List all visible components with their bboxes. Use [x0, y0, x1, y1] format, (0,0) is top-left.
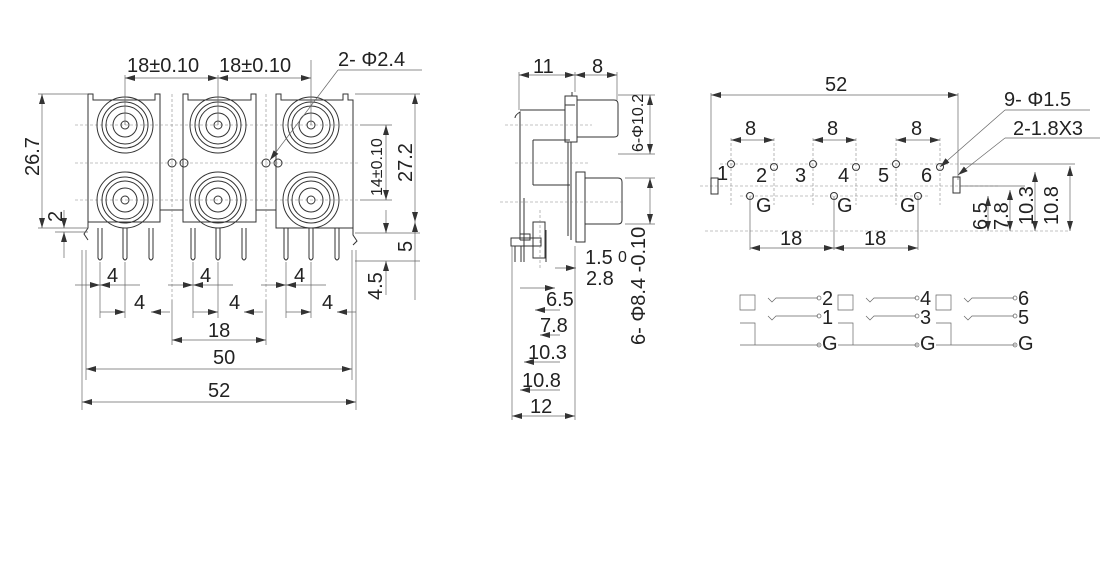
ground-label: G: [900, 195, 916, 217]
dim-12: 12: [530, 396, 552, 418]
pin: [308, 228, 314, 261]
pin: [334, 228, 340, 261]
dim-width-52: 52: [825, 74, 847, 96]
dim-8: 8: [592, 56, 603, 78]
terminal-label: G: [1018, 333, 1034, 355]
hole-callout: 9- Φ1.5: [1004, 89, 1071, 111]
dim-10-3: 10.3: [1016, 186, 1038, 225]
front-view: 18±0.10 18±0.10 2- Φ2.4 26.7 2 14±0.10 2…: [22, 49, 422, 410]
terminal-label: 5: [1018, 307, 1029, 329]
rca-jack-ring: [101, 176, 149, 224]
dim-10-8: 10.8: [1041, 186, 1063, 225]
tolerance-0: 0: [618, 249, 627, 266]
rca-jack-ring: [194, 176, 242, 224]
dim-4: 4: [134, 292, 145, 314]
dim-pitch-1: 18±0.10: [127, 55, 199, 77]
dim-dia-8-4: 6- Φ8.4 -0.10: [628, 227, 650, 345]
pin-label: 3: [795, 165, 806, 187]
pin: [97, 228, 103, 261]
ground-label: G: [756, 195, 772, 217]
dim-10-8: 10.8: [522, 370, 561, 392]
terminal-label: 3: [920, 307, 931, 329]
schematic: 2 1 G 4 3 G 6 5 G: [739, 288, 1034, 355]
pin: [241, 228, 247, 261]
dim-pitch-8: 8: [827, 118, 838, 140]
hole-callout: 2- Φ2.4: [338, 49, 405, 71]
dim-pitch-18: 18: [864, 228, 886, 250]
rca-jack-ring: [291, 180, 331, 220]
dim-span-18: 18: [208, 320, 230, 342]
schematic-block: 6 5 G: [935, 288, 1034, 355]
rca-jack-ring: [298, 187, 324, 213]
dim-4: 4: [322, 292, 333, 314]
schematic-block: 2 1 G: [739, 288, 838, 355]
side-view: 11 8 6-Φ10.2 6- Φ8.4 -0.10 0 1.5 2.8 6.5…: [500, 56, 655, 420]
pin-label: 4: [838, 165, 849, 187]
dim-6-5: 6.5: [970, 202, 992, 230]
dim-7-8: 7.8: [540, 315, 568, 337]
pin: [215, 228, 221, 261]
dim-4: 4: [229, 292, 240, 314]
rca-jack-ring: [287, 176, 335, 224]
rca-jack-ring: [198, 180, 238, 220]
pin-label: 6: [921, 165, 932, 187]
pin: [283, 228, 289, 261]
dim-pitch-8: 8: [911, 118, 922, 140]
pcb-layout: 52 9- Φ1.5 2-1.8X3 8 8 8 1 2 3 4 5 6 G G…: [700, 74, 1100, 251]
dim-pin-4-5: 4.5: [365, 272, 387, 300]
dim-11: 11: [533, 56, 554, 78]
dim-pin-5: 5: [395, 241, 417, 252]
terminal-label: 2: [822, 288, 833, 310]
rca-jack-ring: [189, 171, 247, 229]
dim-6-5: 6.5: [546, 289, 574, 311]
rca-jack-ring: [105, 180, 145, 220]
slot-callout: 2-1.8X3: [1013, 118, 1083, 140]
dim-pitch-8: 8: [745, 118, 756, 140]
terminal-label: G: [920, 333, 936, 355]
terminal-label: 4: [920, 288, 931, 310]
dim-span-50: 50: [213, 347, 235, 369]
rca-jack-ring: [112, 187, 138, 213]
schematic-block: 4 3 G: [837, 288, 936, 355]
dim-vertical-pitch: 14±0.10: [369, 138, 386, 196]
rca-jack-ring: [96, 171, 154, 229]
rca-jack-ring: [120, 195, 130, 205]
rca-jack-ring: [282, 171, 340, 229]
rca-jack-ring: [306, 195, 316, 205]
rca-jack-ring: [205, 187, 231, 213]
dim-span-52: 52: [208, 380, 230, 402]
dim-height-26-7: 26.7: [22, 137, 44, 176]
dim-4: 4: [107, 265, 118, 287]
dim-1-5: 1.5: [585, 247, 613, 269]
pin-label: 2: [756, 165, 767, 187]
dim-10-3: 10.3: [528, 342, 567, 364]
dim-4: 4: [200, 265, 211, 287]
pin-label: 1: [717, 163, 728, 185]
dim-dia-10-2: 6-Φ10.2: [630, 94, 647, 152]
dim-height-27-2: 27.2: [395, 143, 417, 182]
pin: [122, 228, 128, 261]
pin: [148, 228, 154, 261]
dim-2-8: 2.8: [586, 268, 614, 290]
dim-pitch-2: 18±0.10: [219, 55, 291, 77]
dim-offset-2: 2: [45, 211, 67, 222]
dim-4: 4: [294, 265, 305, 287]
pin: [190, 228, 196, 261]
ground-label: G: [837, 195, 853, 217]
terminal-label: 6: [1018, 288, 1029, 310]
terminal-label: 1: [822, 307, 833, 329]
rca-jack-ring: [213, 195, 223, 205]
terminal-label: G: [822, 333, 838, 355]
dim-pitch-18: 18: [780, 228, 802, 250]
dim-7-8: 7.8: [991, 202, 1013, 230]
pin-label: 5: [878, 165, 889, 187]
